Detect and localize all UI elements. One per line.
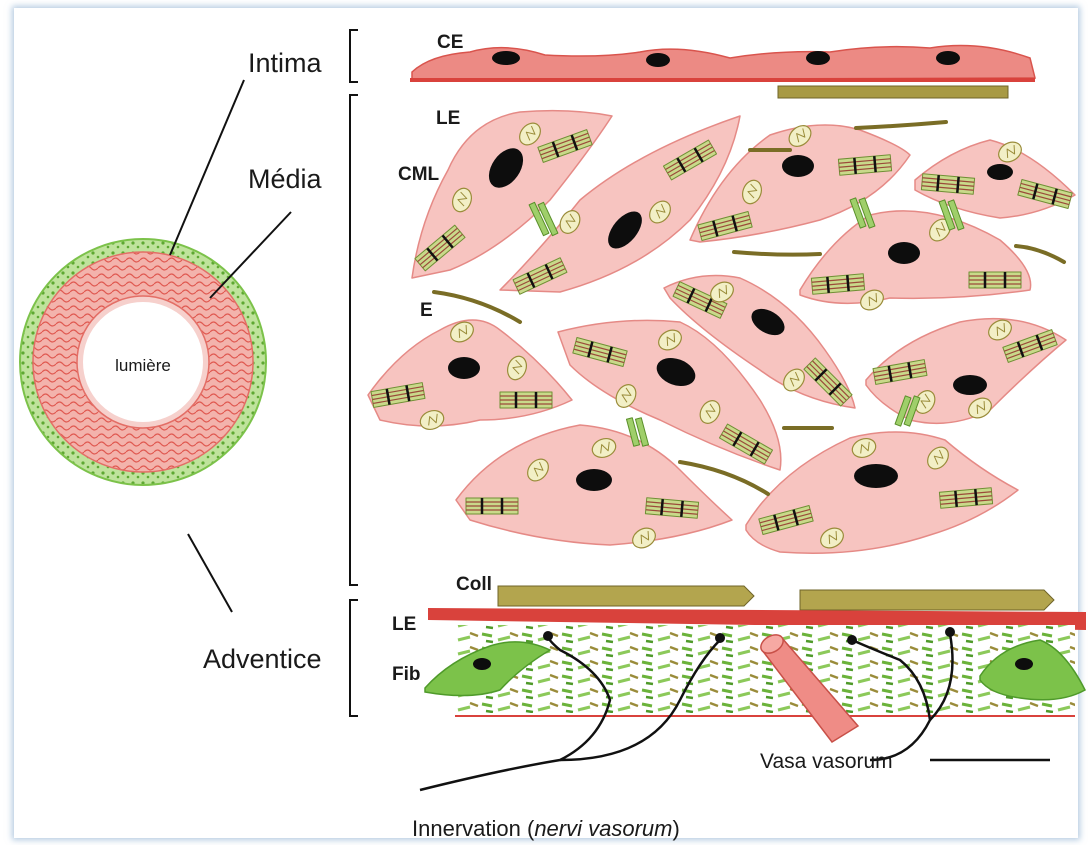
innervation-label: Innervation (nervi vasorum)	[412, 816, 680, 841]
adventitia-layer	[420, 586, 1086, 790]
paren-open: (	[521, 816, 535, 841]
endothelial-nucleus	[936, 51, 960, 65]
innervation-word: Innervation	[412, 816, 521, 841]
adventice-label: Adventice	[203, 644, 322, 674]
media-leader	[210, 212, 291, 298]
media-bracket	[350, 95, 358, 585]
endothelium	[410, 46, 1035, 80]
artery-cross-section: lumière	[20, 239, 266, 485]
le-label-top: LE	[436, 108, 460, 129]
lumen-label: lumière	[115, 356, 171, 375]
smooth-muscle-cell	[368, 318, 572, 432]
fib-label: Fib	[392, 664, 421, 685]
intima-label: Intima	[248, 48, 323, 78]
smooth-muscle-cell	[746, 432, 1018, 553]
smooth-muscle-cell	[800, 211, 1031, 314]
collagen-fiber	[800, 590, 1054, 610]
collagen-fiber	[498, 586, 754, 606]
adventice-bracket	[350, 600, 358, 716]
smooth-muscle-cell	[915, 138, 1075, 218]
intima-leader	[170, 80, 244, 255]
coll-label: Coll	[456, 574, 492, 595]
smooth-muscle-cell	[866, 316, 1066, 423]
paren-close: )	[672, 816, 679, 841]
smooth-muscle-cells	[368, 111, 1075, 554]
endothelial-nucleus	[646, 53, 670, 67]
intima-bracket	[350, 30, 358, 82]
nervi-vasorum-term: nervi vasorum	[534, 816, 672, 841]
cml-label: CML	[398, 164, 440, 185]
smooth-muscle-cell	[456, 425, 732, 552]
endothelial-nucleus	[492, 51, 520, 65]
collagen-fiber	[778, 86, 1008, 98]
vasa-vasorum-label: Vasa vasorum	[760, 750, 893, 773]
le-label-bottom: LE	[392, 614, 416, 635]
media-label: Média	[248, 164, 323, 194]
endothelial-nucleus	[806, 51, 830, 65]
ce-label: CE	[437, 32, 463, 53]
adventice-leader	[188, 534, 232, 612]
e-label: E	[420, 300, 433, 321]
